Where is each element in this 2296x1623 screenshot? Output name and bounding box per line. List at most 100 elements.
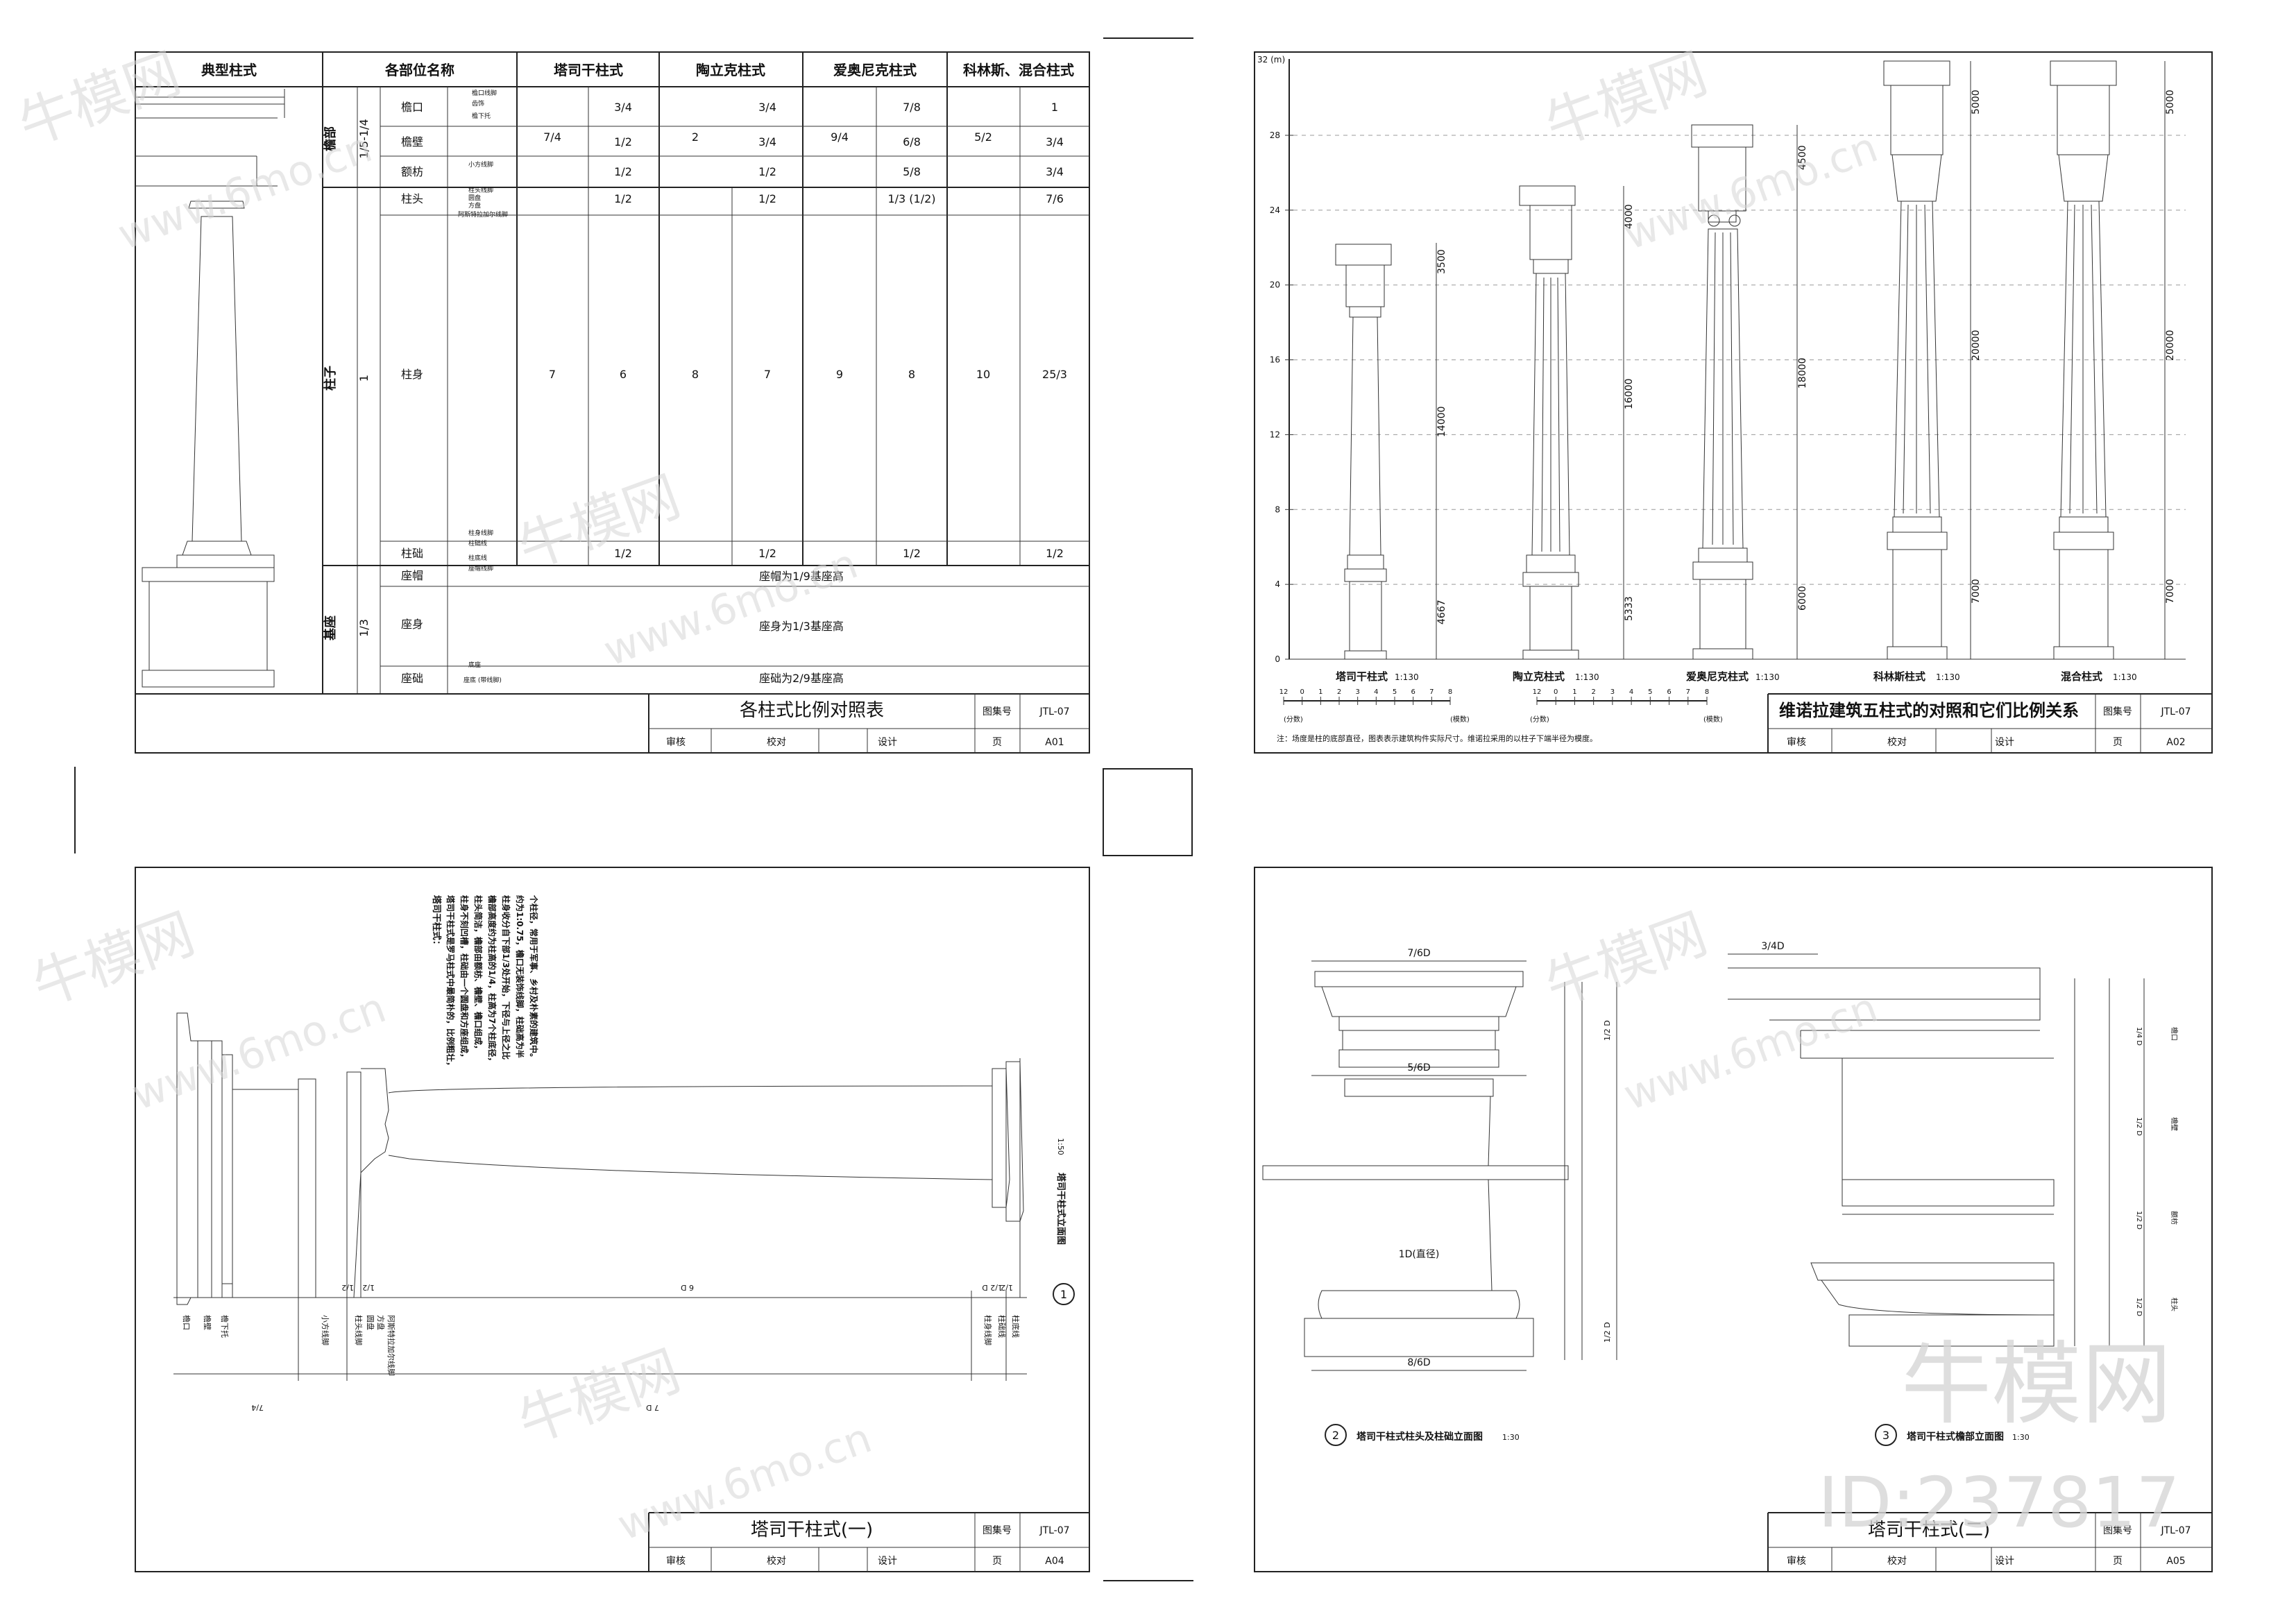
sheet2-code: JTL-07 [2160, 706, 2191, 717]
label-r-frieze: 檐壁 [2170, 1117, 2179, 1131]
corinth-architrave: 3/4 [1046, 165, 1064, 178]
sheet1-code: JTL-07 [1039, 706, 1069, 717]
scale-tick-label: 4 [1374, 688, 1378, 696]
sheet1-title: 各柱式比例对照表 [740, 700, 884, 721]
note-line-5: 约为1:0.75，檐口无装饰线脚，柱础高为半 [515, 895, 525, 1058]
fig2-scale: 1:30 [1502, 1433, 1520, 1442]
ionic-capital: 1/3 (1/2) [887, 192, 935, 205]
drawing-number: 1 [1060, 1288, 1067, 1301]
dim-cornice-projection: 3/4D [1761, 941, 1784, 952]
watermark-site-1: www.6mo.cn [112, 123, 378, 260]
corinth-cornice: 1 [1051, 101, 1058, 114]
group-column: 柱子 [323, 366, 338, 391]
group-pedestal-ratio: 1/3 [357, 619, 371, 637]
tuscan-dim-entab: 3500 [1436, 249, 1447, 274]
drawing-number-circle [1053, 1283, 1075, 1305]
tuscan-horizontal-elevation [173, 1012, 1027, 1381]
composite-dim-entab: 5000 [2165, 90, 2176, 114]
scale-unit-left-2: (分数) [1530, 715, 1549, 724]
doric-frieze: 3/4 [758, 135, 776, 148]
tuscan-name: 塔司干柱式 [1336, 670, 1388, 683]
part-frieze: 檐壁 [401, 135, 423, 148]
watermark-brand-2: 牛模网 [510, 464, 688, 581]
corinth-dim-pedestal: 7000 [1971, 579, 1982, 604]
sheet3-page: A04 [1045, 1556, 1064, 1567]
sheet1-page: A01 [1045, 737, 1064, 748]
label-capital-moulding: 柱头线脚 [354, 1315, 364, 1345]
doric-dim-entab: 4000 [1624, 204, 1635, 229]
composite-name: 混合柱式 [2061, 670, 2102, 683]
scale-tick-label: 1 [1572, 688, 1576, 696]
doric-base: 1/2 [758, 547, 776, 560]
sheet3-sign-page: 页 [992, 1556, 1002, 1567]
tuscan-frieze: 1/2 [614, 135, 632, 148]
doric-entab-total: 2 [692, 130, 699, 144]
composite-dim-column: 20000 [2165, 330, 2176, 361]
y-tick-label: 16 [1270, 355, 1280, 365]
corinth-column-total: 10 [976, 368, 990, 381]
label-small-fillet: 小方线脚 [321, 1315, 330, 1345]
dim-capital-height: 1/2 D [1603, 1020, 1612, 1041]
dim-architrave-height: 1/2 D [2135, 1211, 2143, 1230]
watermark-brand-3: 牛模网 [1537, 40, 1715, 158]
sheet1-sign-review: 审核 [666, 737, 686, 748]
doric-elevation [1519, 185, 1579, 660]
subnote-6: 方盘 [468, 201, 481, 210]
dim-capital-height-r: 1/2 D [2135, 1298, 2143, 1316]
sheet2-border [1254, 51, 2213, 754]
label-shaft-moulding: 柱身线脚 [983, 1315, 993, 1345]
subnote-7: 阿斯特拉加尔线脚 [458, 210, 508, 219]
sheet4-code: JTL-07 [2160, 1525, 2191, 1536]
subnote-0: 檐口线脚 [472, 89, 497, 97]
entablature-detail [1728, 953, 2145, 1347]
scale-tick-label: 3 [1610, 688, 1615, 696]
scale-tick-label: 1 [1318, 688, 1323, 696]
doric-capital: 1/2 [758, 192, 776, 205]
sheet4-sign-design: 设计 [1995, 1556, 2014, 1567]
sheet1-sign-check: 校对 [767, 736, 786, 748]
doric-shaft: 7 [764, 368, 771, 381]
part-base: 柱础 [401, 547, 423, 560]
group-pedestal: 基座 [323, 615, 338, 641]
ionic-frieze: 6/8 [903, 135, 921, 148]
subnote-1: 齿饰 [472, 99, 484, 108]
scale-tick-label: 7 [1686, 688, 1690, 696]
corinth-scale: 1:130 [1936, 672, 1960, 682]
label-astragal: 阿斯特拉加尔线脚 [386, 1315, 396, 1376]
watermark-brand-1: 牛模网 [10, 40, 189, 158]
label-r-capital: 柱头 [2170, 1298, 2179, 1311]
tuscan-entab-total: 7/4 [543, 130, 561, 144]
scale-tick-label: 4 [1629, 688, 1633, 696]
scale-tick-label: 8 [1705, 688, 1709, 696]
scale-tick-label: 6 [1667, 688, 1671, 696]
sheet3-sign-review: 审核 [666, 1556, 686, 1567]
note-line-4: 柱身收分自下部1/3处开始，下径与上径之比 [501, 895, 511, 1060]
doric-cornice: 3/4 [758, 101, 776, 114]
note-line-3: 檐部高度约为柱高的1/4，柱高为7个柱底径， [487, 895, 498, 1065]
dim-neck-width: 5/6D [1407, 1062, 1430, 1073]
dim-frieze-height: 1/2 D [2135, 1117, 2143, 1136]
scale-tick-label: 12 [1279, 688, 1289, 696]
ionic-architrave: 5/8 [903, 165, 921, 178]
pedestal-cap-note: 座帽为1/9基座高 [759, 570, 844, 583]
y-tick-label: 8 [1275, 504, 1280, 514]
scale-tick-label: 5 [1393, 688, 1397, 696]
sheet3-title: 塔司干柱式(一) [751, 1520, 873, 1540]
dim-shaft: 6 D [681, 1283, 694, 1292]
corinth-dim-entab: 5000 [1971, 90, 1982, 114]
sheet4-sign-page: 页 [2113, 1556, 2123, 1567]
ionic-name: 爱奥尼克柱式 [1686, 670, 1749, 683]
y-tick-label: 0 [1275, 654, 1280, 664]
header-ionic: 爱奥尼克柱式 [833, 62, 917, 78]
ionic-scale: 1:130 [1755, 672, 1780, 682]
ionic-base: 1/2 [903, 547, 921, 560]
tuscan-dim-column: 14000 [1436, 406, 1447, 437]
part-pedestal-base: 座础 [401, 672, 423, 685]
part-capital: 柱头 [401, 192, 423, 205]
sheet1-sign-design: 设计 [878, 737, 897, 748]
scale-tick-label: 0 [1300, 688, 1304, 696]
subnote-11: 座帽线脚 [468, 564, 493, 572]
sheet2-sign-check: 校对 [1887, 736, 1907, 748]
